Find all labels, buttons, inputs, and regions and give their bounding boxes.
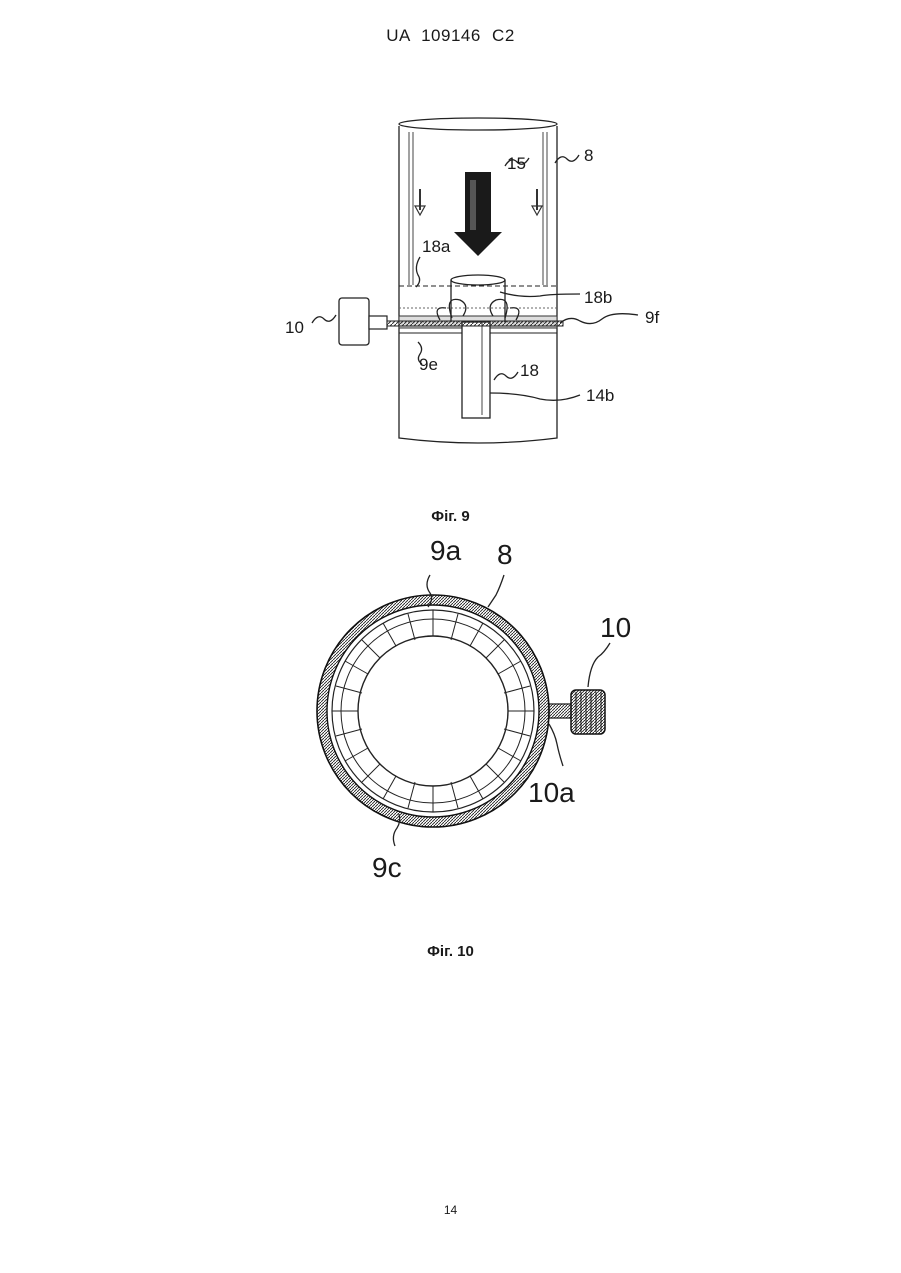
label-18: 18 [520,361,539,380]
label-10a: 10a [528,777,575,808]
label-8: 8 [497,539,513,570]
label-9f: 9f [645,308,659,327]
label-10: 10 [600,612,631,643]
label-10: 10 [285,318,304,337]
label-18b: 18b [584,288,612,307]
label-9e: 9e [419,355,438,374]
label-18a: 18a [422,237,451,256]
label-15: 15 [507,154,526,173]
label-8: 8 [584,146,593,165]
down-arrow-icon [454,172,502,256]
label-14b: 14b [586,386,614,405]
figure-9-drawing: 15 8 18a 18b 9f 10 9e 18 14b [0,0,901,500]
tube-18 [437,275,519,418]
knob-10 [549,690,605,734]
ring-assembly [317,595,549,827]
label-9c: 9c [372,852,402,883]
figure-10-caption: Фіг. 10 [0,943,901,960]
page-number: 14 [0,1203,901,1217]
label-9a: 9a [430,535,462,566]
figure-10-drawing: 9a 8 10 10a 9c [0,520,901,940]
